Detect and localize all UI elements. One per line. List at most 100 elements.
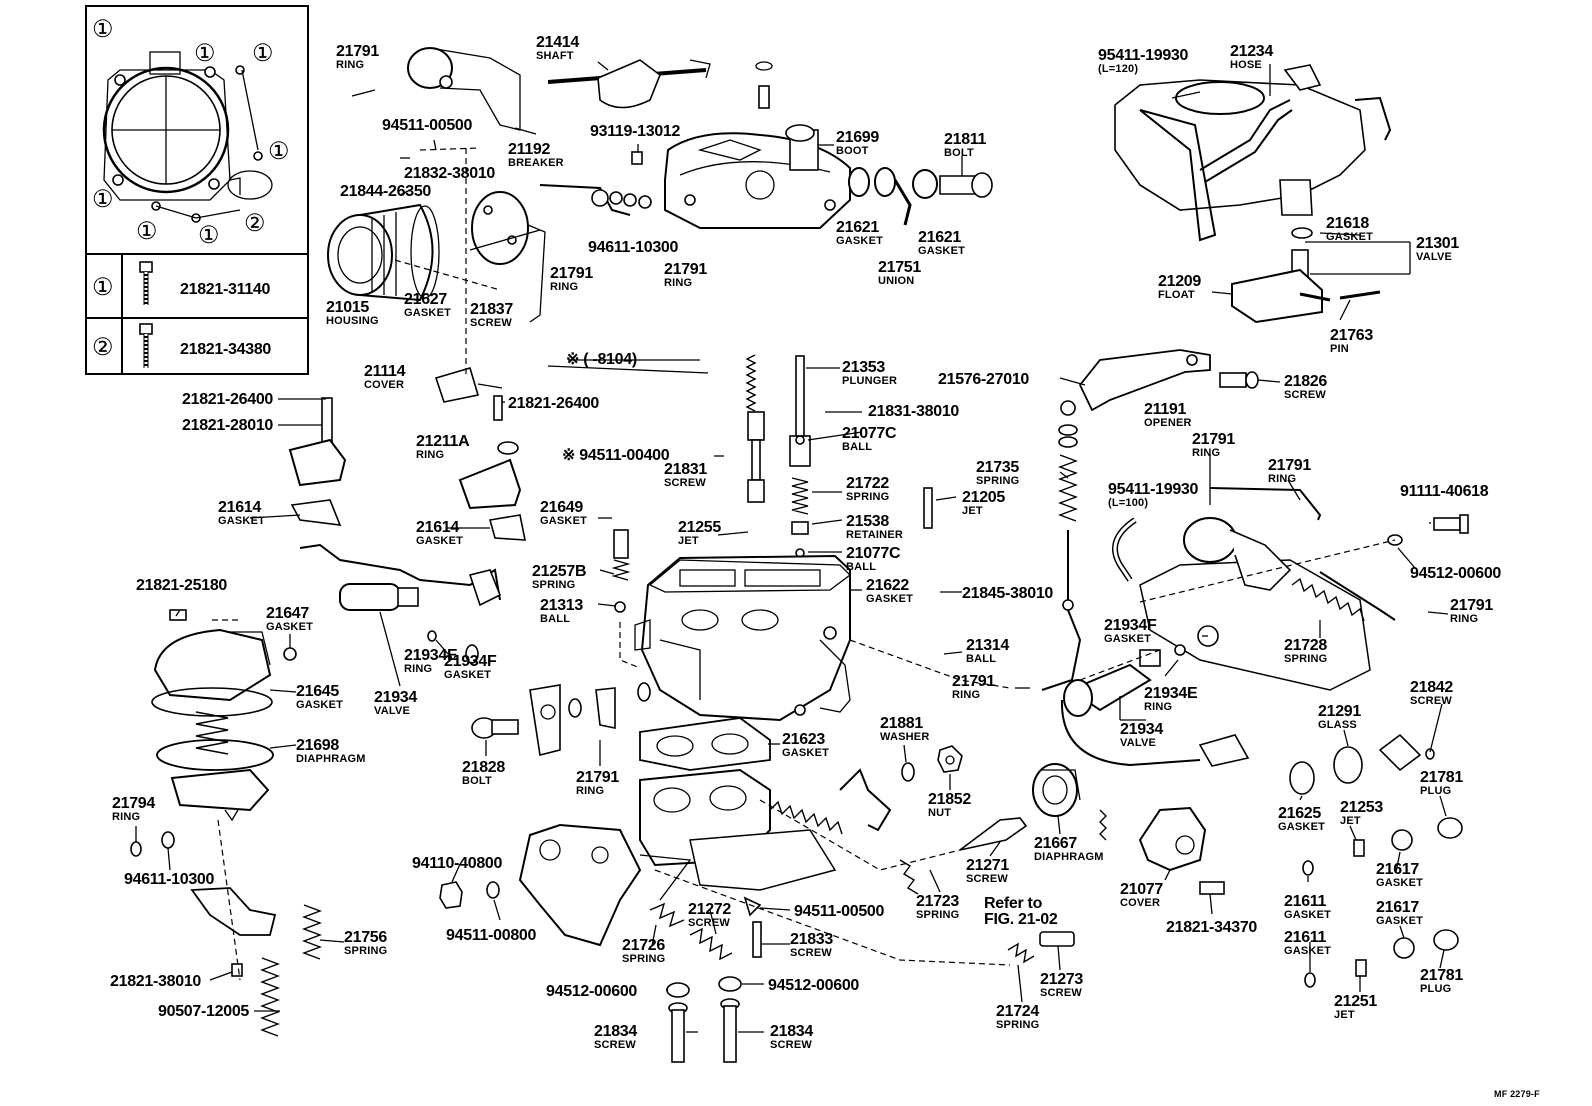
part-number: 21314: [966, 637, 1009, 654]
washer-21881-art: [901, 762, 915, 782]
part-name: FLOAT: [1158, 289, 1195, 301]
part-name: SCREW: [664, 477, 706, 489]
part-label-94511-00800: 94511-00800: [446, 928, 536, 944]
part-label-94512-00600-b: 94512-00600: [546, 984, 637, 1000]
small-parts-top-art: [755, 61, 773, 109]
linkage-rings-art: [539, 151, 652, 216]
part-number: 21205: [962, 489, 1005, 506]
part-name: RING: [1268, 473, 1297, 485]
part-number: 21414: [536, 34, 579, 51]
part-number: 21728: [1284, 637, 1327, 654]
part-number: 21831-38010: [868, 403, 960, 420]
part-number: 21826: [1284, 373, 1327, 390]
carb-body-art: [634, 554, 851, 722]
plunger-21353-art: [745, 354, 811, 503]
diaphragm-21667-art: [1032, 763, 1081, 817]
part-name: OPENER: [1144, 417, 1192, 429]
part-number: 21191: [1144, 401, 1187, 418]
gasket-21623-art: [639, 717, 771, 771]
part-name: RING: [664, 277, 693, 289]
part-name: GASKET: [782, 747, 830, 759]
part-number: 21791: [1268, 457, 1311, 474]
part-number: 21077C: [842, 425, 897, 442]
bolt-21811-art: [939, 172, 993, 198]
spring-21735-art: [1041, 400, 1082, 691]
valve-21934-right-art: [1060, 649, 1250, 767]
inset-callout-1f: ①: [136, 218, 158, 245]
part-number: 21621: [918, 229, 961, 246]
part-name: BOLT: [462, 775, 492, 787]
part-label-21821-34370: 21821-34370: [1166, 920, 1257, 936]
part-number: 94512-00600: [1410, 565, 1502, 582]
part-number: 21015: [326, 299, 369, 316]
part-number: 21234: [1230, 43, 1273, 60]
part-name: SPRING: [344, 945, 388, 957]
springs-center-art: [611, 435, 933, 613]
spring-21728-art: [1291, 571, 1396, 622]
part-number: 21791: [664, 261, 707, 278]
part-name: SPRING: [532, 579, 576, 591]
part-name: RING: [576, 785, 605, 797]
part-number: 21724: [996, 1003, 1039, 1020]
valve-21614-a-art: [288, 397, 347, 526]
part-number: 21625: [1278, 805, 1321, 822]
part-name: RETAINER: [846, 529, 904, 541]
screws-21834-art: [666, 976, 742, 1063]
part-name: SCREW: [470, 317, 512, 329]
diaphragm-21645-art: [151, 609, 297, 822]
ring-21934E-right-art: [1174, 644, 1186, 656]
part-number: 21811: [944, 131, 987, 148]
link-21756-art: [130, 831, 322, 1037]
part-number: 21209: [1158, 273, 1201, 290]
part-number: 94511-00500: [382, 117, 473, 134]
inset-callout-1e: ①: [92, 186, 114, 213]
part-number: 21831: [664, 461, 707, 478]
part-number: 21192: [508, 141, 551, 158]
part-number: 90507-12005: [158, 1003, 250, 1020]
part-label-21831-38010: 21831-38010: [868, 404, 959, 420]
part-number: 21291: [1318, 703, 1361, 720]
part-number: 21271: [966, 857, 1009, 874]
inset-callout-1c: ①: [252, 40, 274, 67]
part-name: SCREW: [790, 947, 832, 959]
part-label-21845-38010: 21845-38010: [962, 586, 1053, 602]
bolt-21828-art: [471, 682, 651, 756]
part-number: 21751: [878, 259, 921, 276]
part-label-90507-12005: 90507-12005: [158, 1004, 249, 1020]
part-name: PLUNGER: [842, 375, 898, 387]
pin-21763-art: [1339, 290, 1381, 300]
dashed-alignment-lines: [212, 147, 1396, 981]
part-label-91111-40618: 91111-40618: [1400, 484, 1489, 500]
part-name: GLASS: [1318, 719, 1357, 731]
inset-callout-1a: ①: [92, 16, 114, 43]
part-number: 21622: [866, 577, 909, 594]
part-number: 21722: [846, 475, 889, 492]
part-number: 21791: [336, 43, 379, 60]
top-right-carb-body-art: [1114, 64, 1392, 242]
part-number: 21881: [880, 715, 923, 732]
part-name: PLUG: [1420, 983, 1452, 995]
